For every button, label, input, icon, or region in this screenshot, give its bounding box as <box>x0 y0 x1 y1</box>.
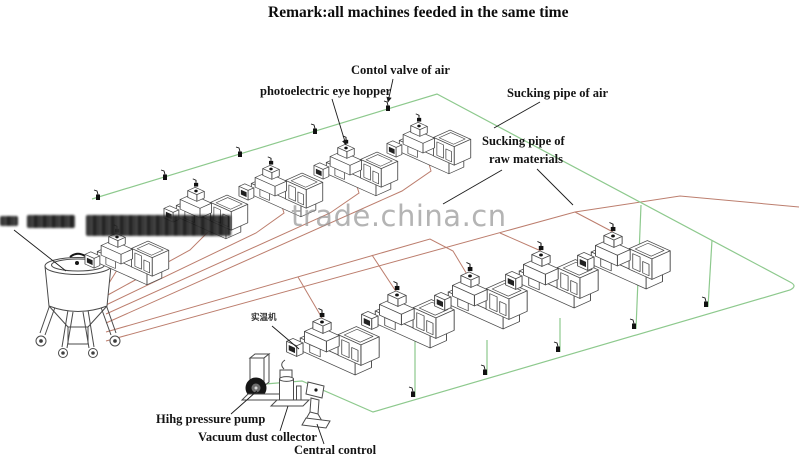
photoelectric-eye-dot <box>115 235 119 239</box>
label-central-control: Central control <box>294 443 377 457</box>
hopper-valve <box>194 182 199 187</box>
air-control-valve <box>480 364 487 375</box>
photoelectric-eye-dot <box>194 189 198 193</box>
hopper-valve <box>417 117 422 122</box>
injection-machine-7 <box>361 281 455 349</box>
label-raw-pipe-1: Sucking pipe of <box>482 134 565 148</box>
leader-line <box>442 169 503 205</box>
label-raw-pipe-2: raw materials <box>489 152 563 166</box>
air-control-valve <box>408 386 415 397</box>
leader-line <box>386 78 394 103</box>
watermark-text: trade.china.cn <box>291 199 507 233</box>
photoelectric-eye-dot <box>611 234 615 238</box>
censored-watermark-smudge <box>86 215 231 236</box>
dust-collector-unit <box>269 359 311 407</box>
hopper-valve <box>394 285 400 291</box>
leader-line <box>13 229 67 272</box>
hopper-valve <box>467 266 473 272</box>
air-control-valve <box>160 169 167 180</box>
hopper-valve <box>269 160 274 165</box>
leader-line <box>271 325 300 350</box>
air-control-valve <box>93 189 100 200</box>
hopper-valve <box>610 226 616 232</box>
air-control-valve <box>629 318 636 329</box>
photoelectric-eye-dot <box>269 167 273 171</box>
injection-machine-1 <box>84 224 170 286</box>
injection-machine-5 <box>386 113 472 175</box>
label-air-pipe: Sucking pipe of air <box>507 86 609 100</box>
injection-machine-6 <box>286 308 380 376</box>
leader-line <box>493 101 541 129</box>
mixer-tank <box>35 252 121 358</box>
leader-line <box>536 168 574 206</box>
censored-watermark-smudge <box>0 216 18 226</box>
hopper-valve <box>538 245 544 251</box>
injection-machine-9 <box>505 241 599 309</box>
air-control-valves <box>93 100 708 397</box>
label-photoelectric-hopper: photoelectric eye hopper <box>260 84 392 98</box>
leader-line <box>316 423 325 445</box>
pressure-pump <box>240 352 290 401</box>
photoelectric-eye-dot <box>344 146 348 150</box>
injection-machine-4 <box>313 135 399 197</box>
censored-watermark-smudge <box>27 215 75 228</box>
label-machine-cn: 实温机 <box>251 313 277 323</box>
label-leader-lines <box>13 78 574 445</box>
material-pipe-network <box>105 131 800 342</box>
hopper-valve <box>319 312 325 318</box>
photoelectric-eye-dot <box>320 320 324 324</box>
leader-line <box>331 98 348 146</box>
label-dust-collector: Vacuum dust collector <box>198 430 317 444</box>
injection-machine-3 <box>238 156 324 218</box>
label-control-valve: Contol valve of air <box>351 63 450 77</box>
injection-machine-10 <box>577 222 671 290</box>
air-control-valve <box>235 146 242 157</box>
photoelectric-eye-dot <box>395 293 399 297</box>
injection-machines-group <box>84 113 671 376</box>
photoelectric-eye-dot <box>539 253 543 257</box>
photoelectric-eye-dot <box>468 274 472 278</box>
photoelectric-eye-dot <box>417 124 421 128</box>
air-control-valve <box>553 341 560 352</box>
label-pressure-pump: Hihg pressure pump <box>156 412 266 426</box>
injection-machine-8 <box>434 262 528 330</box>
leader-line <box>279 405 289 432</box>
leader-line <box>230 390 258 415</box>
diagram-title: Remark:all machines feeded in the same t… <box>268 4 569 21</box>
air-control-valve <box>310 123 317 134</box>
air-control-valve <box>701 296 708 307</box>
control-station <box>301 381 331 429</box>
